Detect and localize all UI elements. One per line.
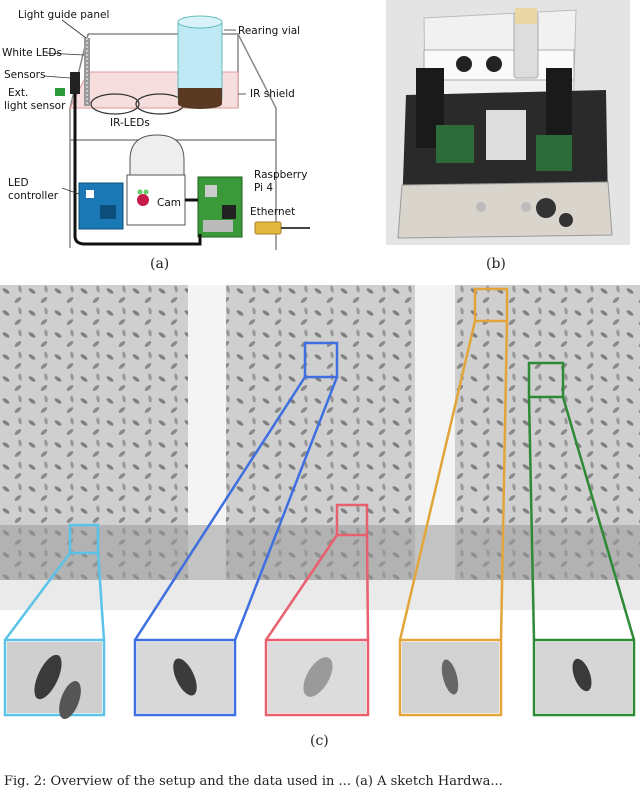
zoom-green bbox=[527, 361, 636, 717]
fly-vials-image bbox=[0, 285, 640, 720]
caption-c: (c) bbox=[310, 733, 329, 749]
zoom-blue bbox=[133, 341, 339, 717]
label-ir-leds: IR-LEDs bbox=[110, 117, 150, 129]
zoom-orange bbox=[398, 287, 509, 717]
label-white-leds: White LEDs bbox=[2, 47, 62, 59]
device-photo bbox=[386, 0, 630, 245]
label-ext-light-sensor-1: Ext. bbox=[8, 87, 28, 99]
zoom-inset-contents bbox=[7, 642, 632, 720]
zoom-cyan bbox=[3, 523, 106, 717]
label-ethernet: Ethernet bbox=[250, 206, 295, 218]
zoom-pink bbox=[264, 503, 370, 717]
label-cam: Cam bbox=[157, 197, 181, 209]
label-led-controller-1: LED bbox=[8, 177, 29, 189]
hardware-schematic: Light guide panel White LEDs Sensors Ext… bbox=[2, 9, 310, 250]
label-raspberry-pi-1: Raspberry bbox=[254, 169, 307, 181]
label-led-controller-2: controller bbox=[8, 190, 59, 202]
label-raspberry-pi-2: Pi 4 bbox=[254, 182, 273, 194]
label-rearing-vial: Rearing vial bbox=[238, 25, 300, 37]
label-light-guide-panel: Light guide panel bbox=[18, 9, 109, 21]
label-ext-light-sensor-2: light sensor bbox=[4, 100, 66, 112]
figure-caption: Fig. 2: Overview of the setup and the da… bbox=[4, 774, 503, 789]
label-sensors: Sensors bbox=[4, 69, 45, 81]
label-ir-shield: IR shield bbox=[250, 88, 295, 100]
caption-b: (b) bbox=[486, 256, 506, 272]
caption-a: (a) bbox=[150, 256, 170, 272]
